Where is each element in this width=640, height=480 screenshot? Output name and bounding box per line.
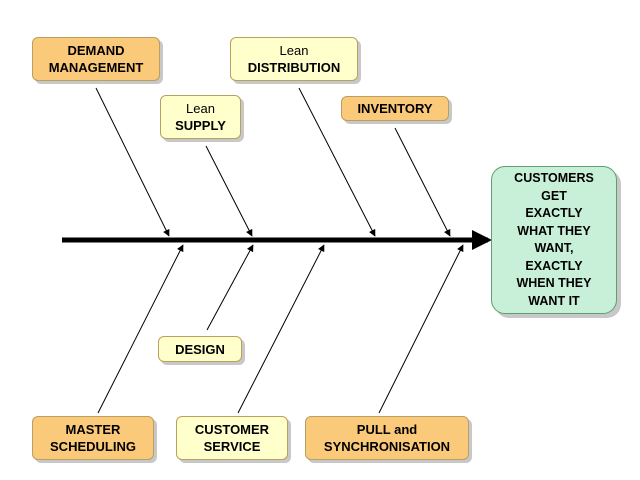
master-scheduling-label: MASTER SCHEDULING xyxy=(50,422,136,454)
design-label: DESIGN xyxy=(175,341,225,357)
pull-synchronisation-box: PULL and SYNCHRONISATION xyxy=(305,416,469,460)
lean-distribution-label-line1: Lean xyxy=(279,43,309,58)
bone-inventory xyxy=(394,127,451,237)
demand-management-label: DEMAND MANAGEMENT xyxy=(48,43,144,75)
outcome-label: CUSTOMERS GET EXACTLY WHAT THEY WANT, EX… xyxy=(514,171,594,308)
bone-demand-management xyxy=(95,87,170,237)
design-box: DESIGN xyxy=(158,336,242,362)
bone-design xyxy=(206,244,254,331)
outcome-box: CUSTOMERS GET EXACTLY WHAT THEY WANT, EX… xyxy=(491,166,617,314)
bone-lean-distribution xyxy=(298,87,376,237)
demand-management-box: DEMAND MANAGEMENT xyxy=(32,37,160,81)
lean-distribution-box: Lean DISTRIBUTION xyxy=(230,37,358,81)
pull-synchronisation-label: PULL and SYNCHRONISATION xyxy=(323,422,451,454)
lean-supply-box: Lean SUPPLY xyxy=(160,95,241,139)
bone-lean-supply xyxy=(205,145,253,237)
inventory-label: INVENTORY xyxy=(357,101,433,116)
inventory-box: INVENTORY xyxy=(341,96,449,121)
customer-service-label: CUSTOMER SERVICE xyxy=(194,422,270,454)
master-scheduling-box: MASTER SCHEDULING xyxy=(32,416,154,460)
lean-supply-label-line2: SUPPLY xyxy=(175,118,226,133)
customer-service-box: CUSTOMER SERVICE xyxy=(176,416,288,460)
bone-master-scheduling xyxy=(97,244,184,414)
bone-customer-service xyxy=(237,244,325,414)
lean-distribution-label-line2: DISTRIBUTION xyxy=(247,60,341,75)
lean-supply-label-line1: Lean xyxy=(186,101,215,116)
bone-pull-synchronisation xyxy=(378,244,464,414)
